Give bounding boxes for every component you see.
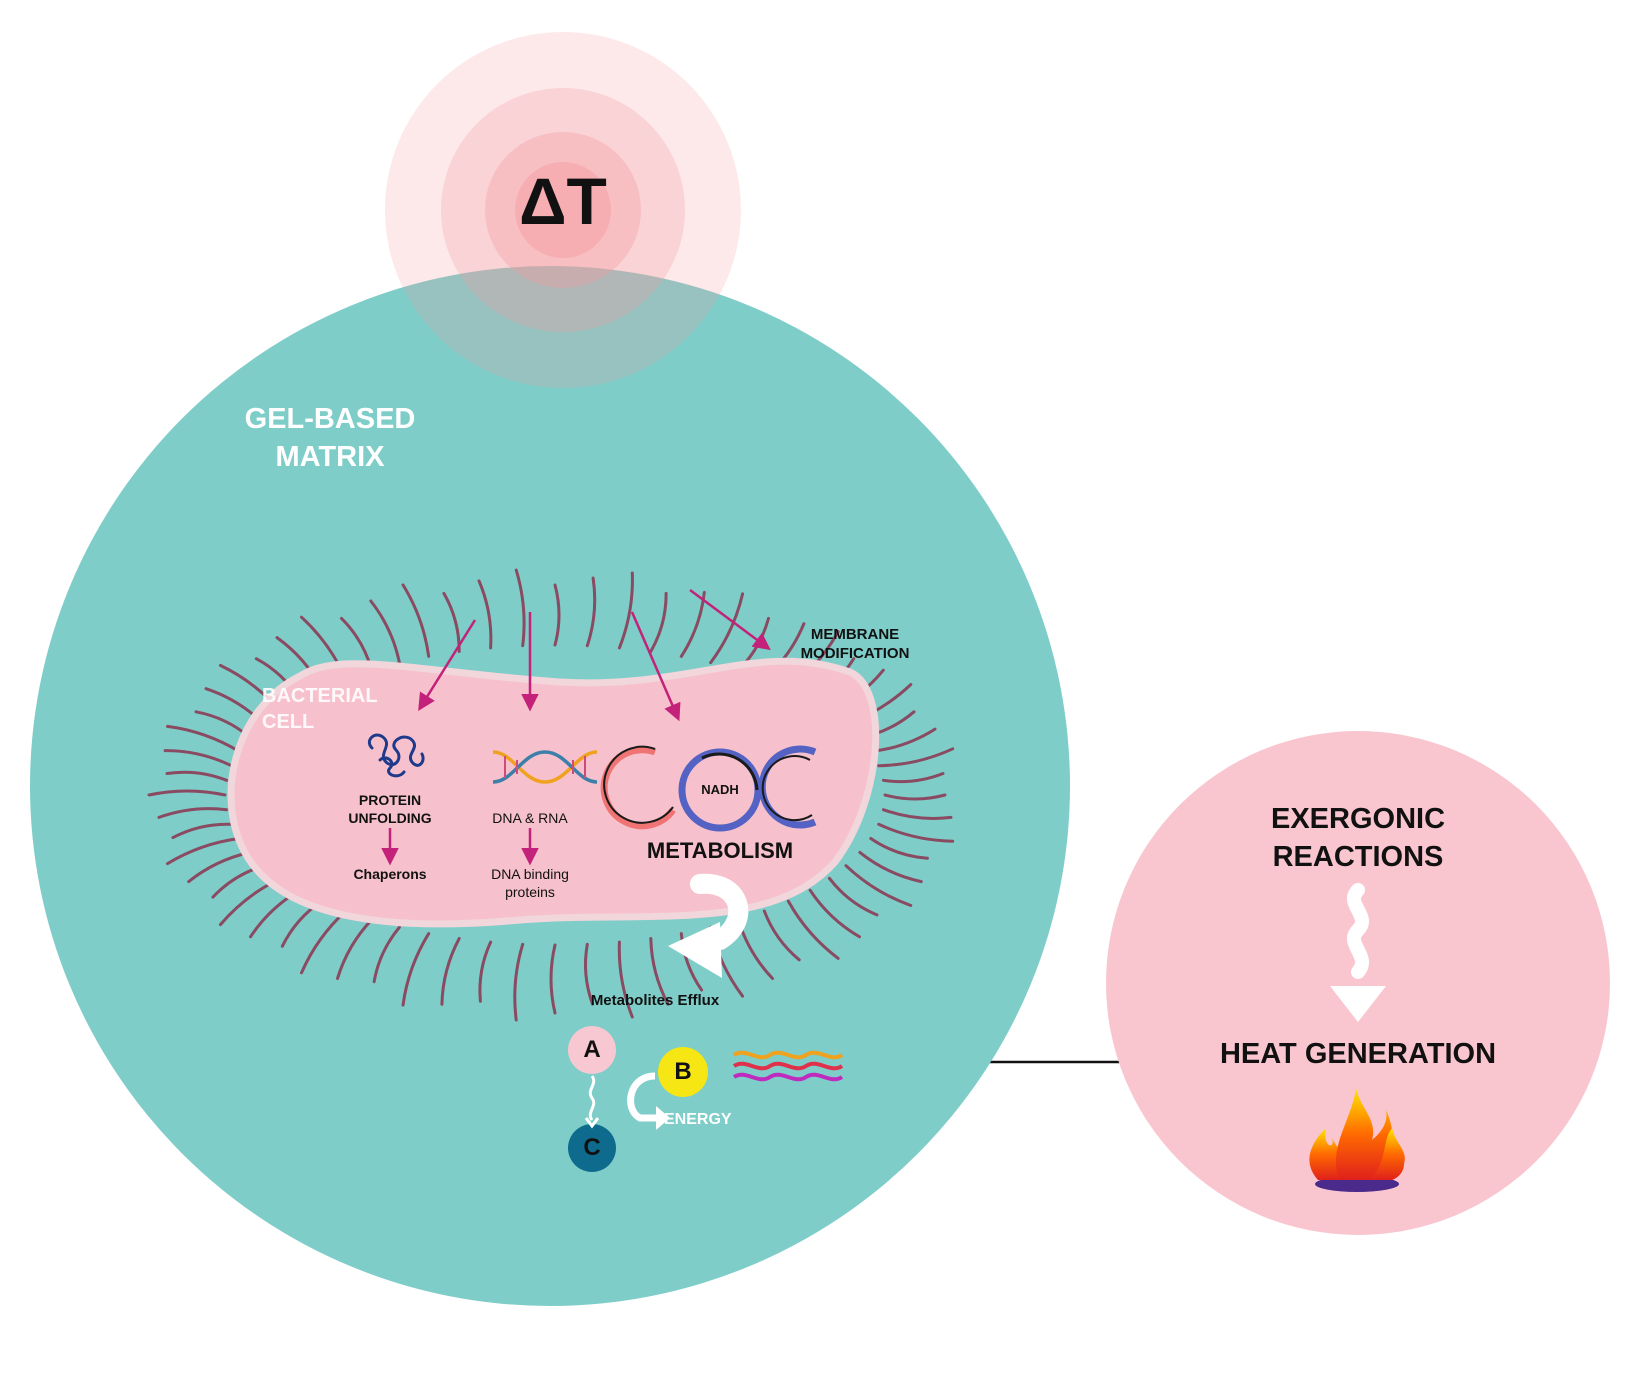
metabolite-c-label: C — [583, 1134, 601, 1161]
flagellum — [786, 899, 840, 960]
nadh-label: NADH — [701, 782, 739, 797]
dna-label: DNA & RNA — [492, 810, 568, 826]
flagellum — [440, 937, 461, 1006]
flagellum — [401, 583, 431, 658]
flagellum — [869, 837, 929, 860]
heat-wavy-arrow-icon — [1347, 883, 1369, 979]
flagellum — [336, 918, 374, 980]
dna-binding-label-line2: proteins — [505, 884, 555, 900]
flagellum — [858, 850, 923, 884]
metabolite-c-circle — [568, 1124, 616, 1172]
flagellum — [877, 822, 955, 843]
flagellum — [477, 579, 493, 650]
heat-generation-label: HEAT GENERATION — [1219, 1038, 1497, 1070]
energy-label: ENERGY — [664, 1111, 732, 1128]
delta-t-label: ΔT — [519, 164, 607, 238]
protein-label-line1: PROTEIN — [358, 792, 422, 808]
dna-helix-icon — [492, 750, 598, 784]
flagellum — [617, 940, 634, 1019]
flagellum — [762, 909, 801, 962]
heat-arrow-head — [1330, 986, 1386, 1022]
flagellum — [369, 599, 401, 665]
matrix-label-line2: MATRIX — [275, 441, 385, 473]
flagellum — [883, 793, 947, 801]
flagellum — [166, 724, 241, 753]
flame-icon — [1309, 1088, 1405, 1192]
heat-halo — [385, 32, 741, 388]
flagellum — [549, 943, 557, 1015]
protein-label-line2: UNFOLDING — [348, 810, 432, 826]
flagellum — [147, 789, 227, 797]
flagellum — [679, 932, 704, 992]
flagellum — [372, 925, 401, 984]
flagellum — [166, 837, 241, 866]
flagellum — [478, 940, 493, 1003]
wavy-arrow-head — [584, 1117, 600, 1129]
matrix-label-line1: GEL-BASED — [244, 403, 416, 435]
metabolite-b-circle — [658, 1047, 708, 1097]
energy-loop-arrow — [627, 1072, 658, 1122]
stress-arrows — [381, 588, 771, 866]
dna-binding-label-line1: DNA binding — [491, 866, 569, 882]
exergonic-label-line1: EXERGONIC — [1270, 803, 1446, 835]
flagellum — [617, 571, 634, 650]
flagellum — [709, 592, 745, 665]
flagellum — [171, 822, 233, 840]
flagellum — [157, 807, 229, 819]
cell-label-line2: CELL — [262, 711, 315, 733]
flagellum — [514, 568, 526, 648]
metabolite-a-circle — [568, 1026, 616, 1074]
flagellum — [877, 747, 955, 768]
flagellum — [585, 576, 597, 648]
wavy-arrow-icon — [588, 1075, 596, 1121]
nadh-cycle-icon — [600, 745, 817, 832]
flagellum — [808, 888, 861, 939]
flagellum — [165, 770, 229, 782]
protein-icon — [367, 733, 425, 778]
flagellum — [649, 591, 668, 653]
membrane-label-line1: MEMBRANE — [810, 626, 900, 643]
flagellum — [584, 942, 594, 1006]
exergonic-label-line2: REACTIONS — [1272, 841, 1444, 873]
metabolite-a-label: A — [583, 1036, 601, 1063]
energy-loop-head — [656, 1106, 670, 1130]
flagellum — [844, 864, 913, 907]
metabolite-b-label: B — [674, 1058, 692, 1085]
flagellum — [649, 937, 670, 1006]
flagellum — [513, 942, 525, 1022]
wavy-lines-icon — [732, 1050, 844, 1082]
cell-label-line1: BACTERIAL — [262, 685, 378, 707]
chaperons-label: Chaperons — [353, 866, 427, 882]
efflux-label: Metabolites Efflux — [590, 992, 720, 1009]
exergonic-circle — [1106, 731, 1610, 1235]
flagellum — [553, 583, 561, 647]
flagellum — [827, 876, 879, 917]
flagellum — [401, 932, 431, 1007]
curved-arrow-icon — [668, 873, 749, 978]
membrane-label-line2: MODIFICATION — [800, 645, 910, 662]
flagellum — [881, 772, 945, 784]
flagellum — [163, 749, 233, 768]
metabolism-label: METABOLISM — [646, 838, 794, 863]
flagellum — [881, 808, 953, 820]
